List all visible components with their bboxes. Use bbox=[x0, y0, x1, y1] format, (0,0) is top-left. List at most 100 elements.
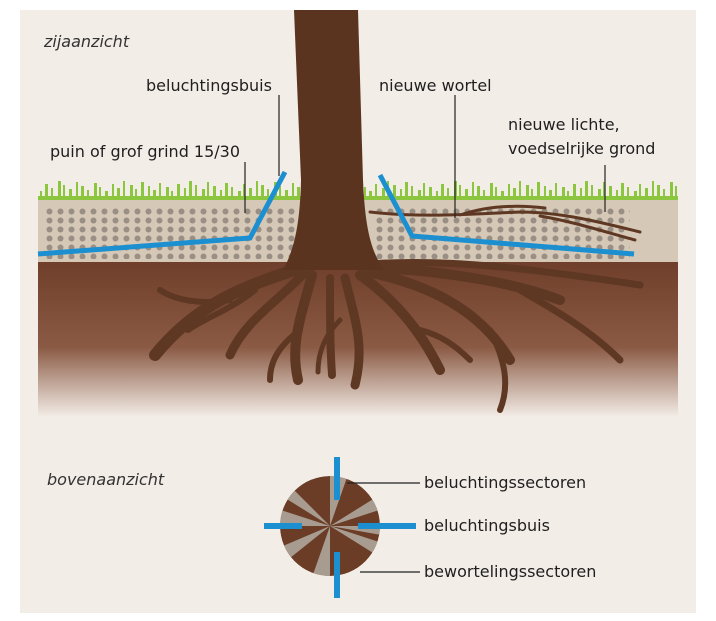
grass-blade bbox=[418, 190, 421, 197]
grass-blade bbox=[405, 182, 408, 197]
grass-blade bbox=[256, 181, 258, 197]
grass-blade bbox=[130, 185, 133, 197]
grass-blade bbox=[400, 189, 402, 197]
grass-blade bbox=[40, 191, 42, 197]
tree-trunk bbox=[283, 10, 384, 270]
grass-blade bbox=[141, 182, 144, 197]
grass-blade bbox=[621, 183, 624, 197]
grass-blade bbox=[598, 189, 601, 197]
grass-blade bbox=[490, 183, 493, 197]
tree-roots bbox=[149, 258, 644, 413]
grass-blade bbox=[639, 184, 641, 197]
grass-blade bbox=[609, 186, 612, 197]
grass-blade bbox=[441, 184, 444, 197]
grass-blade bbox=[261, 185, 264, 197]
grass-blade bbox=[189, 181, 192, 197]
grass-blade bbox=[549, 190, 552, 197]
grass-blade bbox=[483, 190, 485, 197]
grass-blade bbox=[531, 189, 533, 197]
grass-blade bbox=[213, 186, 216, 197]
aeration-pipe-left bbox=[37, 170, 288, 257]
top-leader-lines bbox=[347, 482, 420, 573]
grass-blade bbox=[537, 182, 540, 197]
grass-blade bbox=[393, 185, 396, 197]
label-top-aeration-pipe: beluchtingsbuis bbox=[424, 516, 550, 535]
grass-blade bbox=[436, 191, 438, 197]
grass-blade bbox=[243, 184, 245, 197]
side-leader-lines bbox=[244, 95, 606, 218]
grass-blade bbox=[195, 185, 197, 197]
grass-blade bbox=[663, 189, 665, 197]
label-new-soil-line1: nieuwe lichte, bbox=[508, 115, 620, 134]
sector-disc bbox=[280, 476, 380, 576]
grass-blade bbox=[591, 185, 593, 197]
grass-blade bbox=[495, 187, 497, 197]
grass-blade bbox=[585, 181, 588, 197]
grass-blade bbox=[645, 188, 648, 197]
grass-blade bbox=[369, 191, 372, 197]
label-rubble: puin of grof grind 15/30 bbox=[50, 142, 240, 161]
grass-blade bbox=[670, 182, 673, 197]
grass-blade bbox=[292, 183, 294, 197]
label-rooting-sectors: bewortelingssectoren bbox=[424, 562, 596, 581]
grass-blade bbox=[616, 190, 618, 197]
grass-blade bbox=[627, 187, 629, 197]
grass-blade bbox=[657, 185, 660, 197]
grass-blade bbox=[513, 188, 516, 197]
grass-blade bbox=[411, 186, 413, 197]
grass-blade bbox=[225, 183, 228, 197]
grass-blade bbox=[675, 186, 677, 197]
grass-blade bbox=[166, 187, 169, 197]
grass-blade bbox=[382, 188, 385, 197]
grass-blade bbox=[153, 190, 156, 197]
grass-blade bbox=[465, 189, 468, 197]
grass-blade bbox=[562, 187, 565, 197]
grass-blade bbox=[184, 188, 186, 197]
grass-blade bbox=[567, 191, 569, 197]
grass-blade bbox=[231, 187, 233, 197]
grass-blade bbox=[429, 187, 432, 197]
grass-blade bbox=[652, 181, 654, 197]
grass-blade bbox=[177, 184, 180, 197]
top-view: bovenaanzicht bel bbox=[47, 457, 596, 598]
grass-blade bbox=[220, 190, 222, 197]
label-new-soil-line2: voedselrijke grond bbox=[508, 139, 655, 158]
top-view-pipes bbox=[264, 457, 416, 598]
grass-blade bbox=[526, 185, 529, 197]
side-view-title: zijaanzicht bbox=[43, 32, 130, 51]
grass-blade bbox=[51, 188, 53, 197]
grass-blade bbox=[99, 187, 101, 197]
label-new-root: nieuwe wortel bbox=[379, 76, 492, 95]
grass-blade bbox=[267, 189, 269, 197]
grass-blade bbox=[459, 185, 461, 197]
grass-blade bbox=[472, 182, 474, 197]
grass-blade bbox=[603, 182, 605, 197]
grass-blade bbox=[238, 191, 241, 197]
grass-blade bbox=[148, 186, 150, 197]
grass-blade bbox=[279, 186, 281, 197]
grass-blade bbox=[285, 190, 288, 197]
grass-blade bbox=[544, 186, 546, 197]
grass-blade bbox=[117, 188, 120, 197]
grass-blade bbox=[112, 184, 114, 197]
new-root bbox=[368, 204, 642, 242]
grass-blade bbox=[123, 181, 125, 197]
grass-blade bbox=[375, 184, 377, 197]
grass-blade bbox=[105, 191, 108, 197]
grass-blade bbox=[69, 189, 72, 197]
grass-blade bbox=[76, 182, 78, 197]
side-view: zijaanzicht beluchtingsbuis puin of grof… bbox=[37, 10, 678, 417]
grass-blade bbox=[202, 189, 205, 197]
grass-blade bbox=[573, 184, 576, 197]
grass-blade bbox=[555, 183, 557, 197]
grass-blade bbox=[207, 182, 209, 197]
aeration-pipe-right bbox=[377, 173, 635, 257]
grass-blade bbox=[249, 188, 252, 197]
grass-blade bbox=[297, 187, 300, 197]
grass-blade bbox=[63, 185, 65, 197]
grass-blade bbox=[423, 183, 425, 197]
grass-blade bbox=[94, 183, 97, 197]
grass-blade bbox=[508, 184, 510, 197]
top-view-title: bovenaanzicht bbox=[47, 470, 165, 489]
